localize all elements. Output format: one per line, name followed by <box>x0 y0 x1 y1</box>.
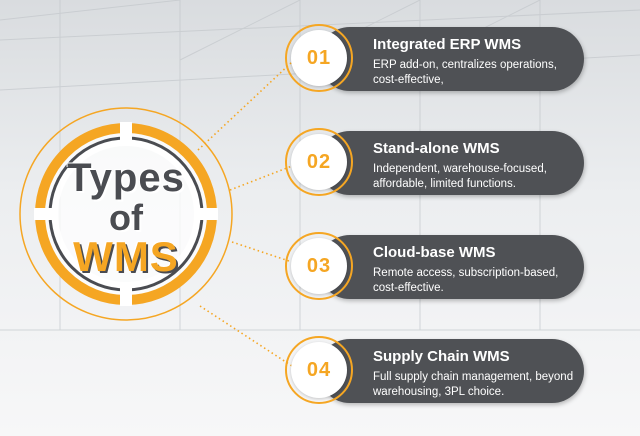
number-disc: 02 <box>291 134 347 190</box>
card-cloud-base-wms: Cloud-base WMS Remote access, subscripti… <box>318 235 584 299</box>
number-disc: 03 <box>291 238 347 294</box>
connector-04 <box>199 305 293 367</box>
card-title: Stand-alone WMS <box>373 140 500 157</box>
number-label: 01 <box>306 46 332 69</box>
card-stand-alone-wms: Stand-alone WMS Independent, warehouse-f… <box>318 131 584 195</box>
card-title: Integrated ERP WMS <box>373 36 522 53</box>
number-ring <box>285 336 353 404</box>
card-description: ERP add-on, centralizes operations, cost… <box>373 59 557 86</box>
number-disc: 04 <box>291 342 347 398</box>
number-disc: 01 <box>291 30 347 86</box>
card-description: Full supply chain management, beyond war… <box>373 371 574 398</box>
number-label: 02 <box>306 150 332 173</box>
number-label: 03 <box>306 254 332 277</box>
card-title: Cloud-base WMS <box>373 244 496 261</box>
hub-circle <box>19 107 233 321</box>
number-ring <box>285 232 353 300</box>
number-ring <box>285 24 353 92</box>
card-description: Independent, warehouse-focused, affordab… <box>373 163 547 190</box>
number-badge-01: 01 <box>285 24 353 92</box>
hub-title-types: Types <box>67 156 185 200</box>
connector-02 <box>229 165 293 191</box>
card-supply-chain-wms: Supply Chain WMS Full supply chain manag… <box>318 339 584 403</box>
hub-title-wms: WMS <box>73 233 179 280</box>
number-ring <box>285 128 353 196</box>
card-title: Supply Chain WMS <box>373 348 510 365</box>
connector-03 <box>231 241 293 263</box>
hub-title-of: of <box>109 197 143 238</box>
number-badge-03: 03 <box>285 232 353 300</box>
number-badge-02: 02 <box>285 128 353 196</box>
connector-01 <box>197 61 293 151</box>
card-description: Remote access, subscription-based, cost-… <box>373 267 559 294</box>
number-label: 04 <box>306 358 332 381</box>
number-badge-04: 04 <box>285 336 353 404</box>
card-integrated-erp-wms: Integrated ERP WMS ERP add-on, centraliz… <box>318 27 584 91</box>
